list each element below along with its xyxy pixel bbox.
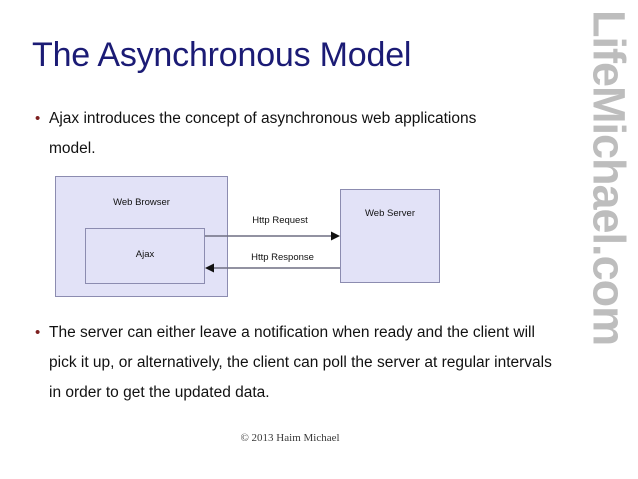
copyright-footer: © 2013 Haim Michael — [240, 432, 340, 444]
brand-watermark-text: LifeMichael.com — [583, 10, 635, 346]
http-response-label: Http Response — [251, 252, 314, 263]
http-request-label: Http Request — [252, 215, 308, 226]
brand-watermark: LifeMichael.com — [580, 0, 638, 479]
bullet-item: • Ajax introduces the concept of asynchr… — [33, 104, 503, 164]
ajax-box — [85, 228, 205, 284]
page-title: The Asynchronous Model — [32, 36, 412, 74]
ajax-label: Ajax — [135, 249, 155, 260]
bullet-text: Ajax introduces the concept of asynchron… — [49, 110, 477, 157]
web-server-box — [340, 189, 440, 283]
web-browser-box — [55, 176, 228, 297]
http-response-arrow — [205, 263, 340, 273]
http-request-arrow — [205, 231, 340, 241]
bullet-item: • The server can either leave a notifica… — [33, 318, 563, 408]
web-server-label: Web Server — [365, 208, 415, 219]
bullet-marker-icon: • — [35, 110, 41, 127]
bullet-text: The server can either leave a notificati… — [49, 324, 552, 401]
bullet-marker-icon: • — [35, 324, 41, 341]
web-browser-label: Web Browser — [113, 197, 170, 208]
